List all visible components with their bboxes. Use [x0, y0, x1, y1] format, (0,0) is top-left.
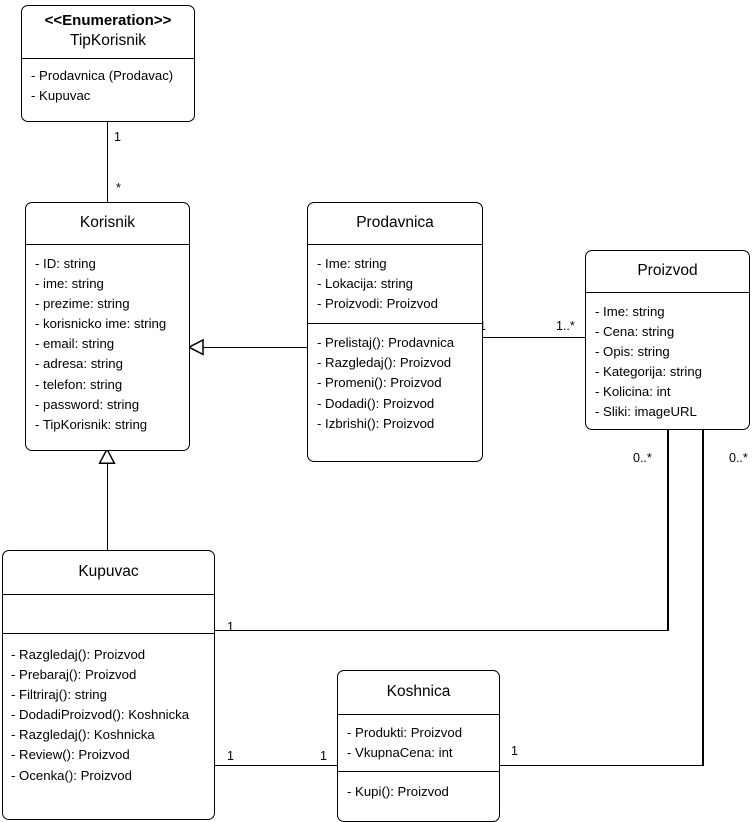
method-row: - Ocenka(): Proizvod	[11, 767, 132, 783]
attribute-row: - Prodavnica (Prodavac)	[31, 67, 174, 83]
method-row: - Razgledaj(): Koshnicka	[11, 727, 155, 743]
method-row: - Izbrishi(): Proizvod	[317, 415, 435, 431]
class-divider-proizvod	[586, 292, 749, 294]
class-divider-koshnica-methods	[338, 771, 499, 773]
attributes-compartment-prodavnica: - Ime: string - Lokacija: string - Proiz…	[308, 245, 482, 323]
attribute-row: - Ime: string	[595, 304, 665, 320]
attribute-row: - korisnicko ime: string	[35, 316, 167, 332]
attributes-compartment-proizvod: - Ime: string - Cena: string - Opis: str…	[586, 293, 749, 429]
connector-enum-korisnik	[106, 121, 108, 203]
attribute-row: - Cena: string	[595, 324, 675, 340]
attributes-compartment-tipkorisnik: - Prodavnica (Prodavac) - Kupuvac	[22, 59, 194, 113]
class-divider-prodavnica-methods	[308, 323, 482, 325]
method-row: - Review(): Proizvod	[11, 747, 130, 763]
class-header-koshnica: Koshnica	[338, 671, 499, 714]
attribute-row: - email: string	[35, 336, 115, 352]
class-box-proizvod[interactable]: Proizvod - Ime: string - Cena: string - …	[585, 250, 750, 430]
attributes-compartment-kupuvac	[3, 595, 214, 633]
multiplicity-kupuvac-koshnica: 1	[227, 749, 234, 763]
class-stereotype-tipkorisnik: <<Enumeration>>	[44, 12, 172, 29]
method-row: - Razgledaj(): Proizvod	[317, 355, 452, 371]
class-divider-koshnica-attrs	[338, 714, 499, 716]
attribute-row: - Kolicina: int	[595, 384, 671, 400]
attribute-row: - Kupuvac	[31, 87, 91, 103]
class-header-tipkorisnik: <<Enumeration>> TipKorisnik	[22, 6, 194, 58]
attribute-row: - prezime: string	[35, 296, 130, 312]
class-header-kupuvac: Kupuvac	[3, 551, 214, 594]
attributes-compartment-korisnik: - ID: string - ime: string - prezime: st…	[26, 245, 189, 442]
method-row: - Filtriraj(): string	[11, 687, 107, 703]
method-row: - DodadiProizvod(): Koshnicka	[11, 707, 190, 723]
class-name-koshnica: Koshnica	[386, 683, 451, 700]
attribute-row: - Produkti: Proizvod	[347, 725, 463, 741]
method-row: - Prelistaj(): Prodavnica	[317, 335, 455, 351]
connector-kupuvac-koshnica	[215, 765, 338, 767]
attribute-row: - telefon: string	[35, 376, 123, 392]
generalization-arrow-prodavnica	[187, 338, 204, 356]
method-row: - Dodadi(): Proizvod	[317, 395, 435, 411]
connector-prodavnica-korisnik	[202, 346, 308, 348]
class-box-prodavnica[interactable]: Prodavnica - Ime: string - Lokacija: str…	[307, 202, 483, 462]
multiplicity-koshnica-proizvod: 1	[511, 744, 518, 758]
connector-proizvod-kupuvac-vertical	[667, 430, 669, 631]
multiplicity-koshnica-kupuvac: 1	[320, 749, 327, 763]
attribute-row: - Sliki: imageURL	[595, 404, 697, 420]
class-box-koshnica[interactable]: Koshnica - Produkti: Proizvod - VkupnaCe…	[337, 670, 500, 822]
connector-proizvod-koshnica-vertical	[702, 430, 704, 766]
methods-compartment-prodavnica: - Prelistaj(): Prodavnica - Razgledaj():…	[308, 324, 482, 440]
class-name-kupuvac: Kupuvac	[78, 563, 139, 580]
method-row: - Promeni(): Proizvod	[317, 375, 442, 391]
attribute-row: - ID: string	[35, 256, 96, 272]
method-row: - Prebaraj(): Proizvod	[11, 667, 137, 683]
methods-compartment-kupuvac: - Razgledaj(): Proizvod - Prebaraj(): Pr…	[3, 634, 214, 792]
attribute-row: - Ime: string	[317, 256, 387, 272]
attributes-compartment-koshnica: - Produkti: Proizvod - VkupnaCena: int	[338, 715, 499, 771]
class-divider-kupuvac-methods	[3, 633, 214, 635]
class-divider-tipkorisnik	[22, 57, 194, 59]
connector-prodavnica-proizvod	[483, 336, 586, 338]
class-header-prodavnica: Prodavnica	[308, 203, 482, 244]
multiplicity-kupuvac-proizvod: 1	[227, 620, 234, 634]
class-header-proizvod: Proizvod	[586, 251, 749, 292]
class-header-korisnik: Korisnik	[26, 203, 189, 244]
attribute-row: - Opis: string	[595, 344, 670, 360]
connector-kupuvac-korisnik	[106, 462, 108, 552]
class-box-tipkorisnik[interactable]: <<Enumeration>> TipKorisnik - Prodavnica…	[21, 5, 195, 122]
class-divider-korisnik	[26, 244, 189, 246]
attribute-row: - VkupnaCena: int	[347, 745, 453, 761]
attribute-row: - ime: string	[35, 276, 104, 292]
class-name-proizvod: Proizvod	[637, 262, 698, 279]
multiplicity-enum-target: *	[116, 181, 121, 195]
attribute-row: - adresa: string	[35, 356, 123, 372]
method-row: - Razgledaj(): Proizvod	[11, 647, 146, 663]
method-row: - Kupi(): Proizvod	[347, 784, 449, 800]
attribute-row: - Kategorija: string	[595, 364, 703, 380]
attribute-row: - password: string	[35, 396, 140, 412]
class-box-kupuvac[interactable]: Kupuvac - Razgledaj(): Proizvod - Prebar…	[2, 550, 215, 820]
connector-proizvod-kupuvac-horizontal	[215, 630, 668, 632]
attribute-row: - Lokacija: string	[317, 276, 414, 292]
class-name-prodavnica: Prodavnica	[356, 214, 434, 231]
multiplicity-enum-source: 1	[114, 130, 121, 144]
generalization-arrow-kupuvac	[98, 447, 116, 464]
connector-proizvod-koshnica-horizontal	[500, 765, 703, 767]
class-divider-kupuvac-attrs	[3, 594, 214, 596]
class-name-tipkorisnik: TipKorisnik	[69, 31, 147, 49]
multiplicity-prodavnica-proizvod-target: 1..*	[556, 319, 575, 333]
attribute-row: - Proizvodi: Proizvod	[317, 296, 438, 312]
class-divider-prodavnica-attrs	[308, 244, 482, 246]
attribute-row: - TipKorisnik: string	[35, 416, 148, 432]
class-name-korisnik: Korisnik	[79, 214, 136, 231]
multiplicity-proizvod-kupuvac: 0..*	[633, 451, 652, 465]
multiplicity-proizvod-koshnica: 0..*	[729, 451, 748, 465]
methods-compartment-koshnica: - Kupi(): Proizvod	[338, 772, 499, 809]
class-box-korisnik[interactable]: Korisnik - ID: string - ime: string - pr…	[25, 202, 190, 451]
